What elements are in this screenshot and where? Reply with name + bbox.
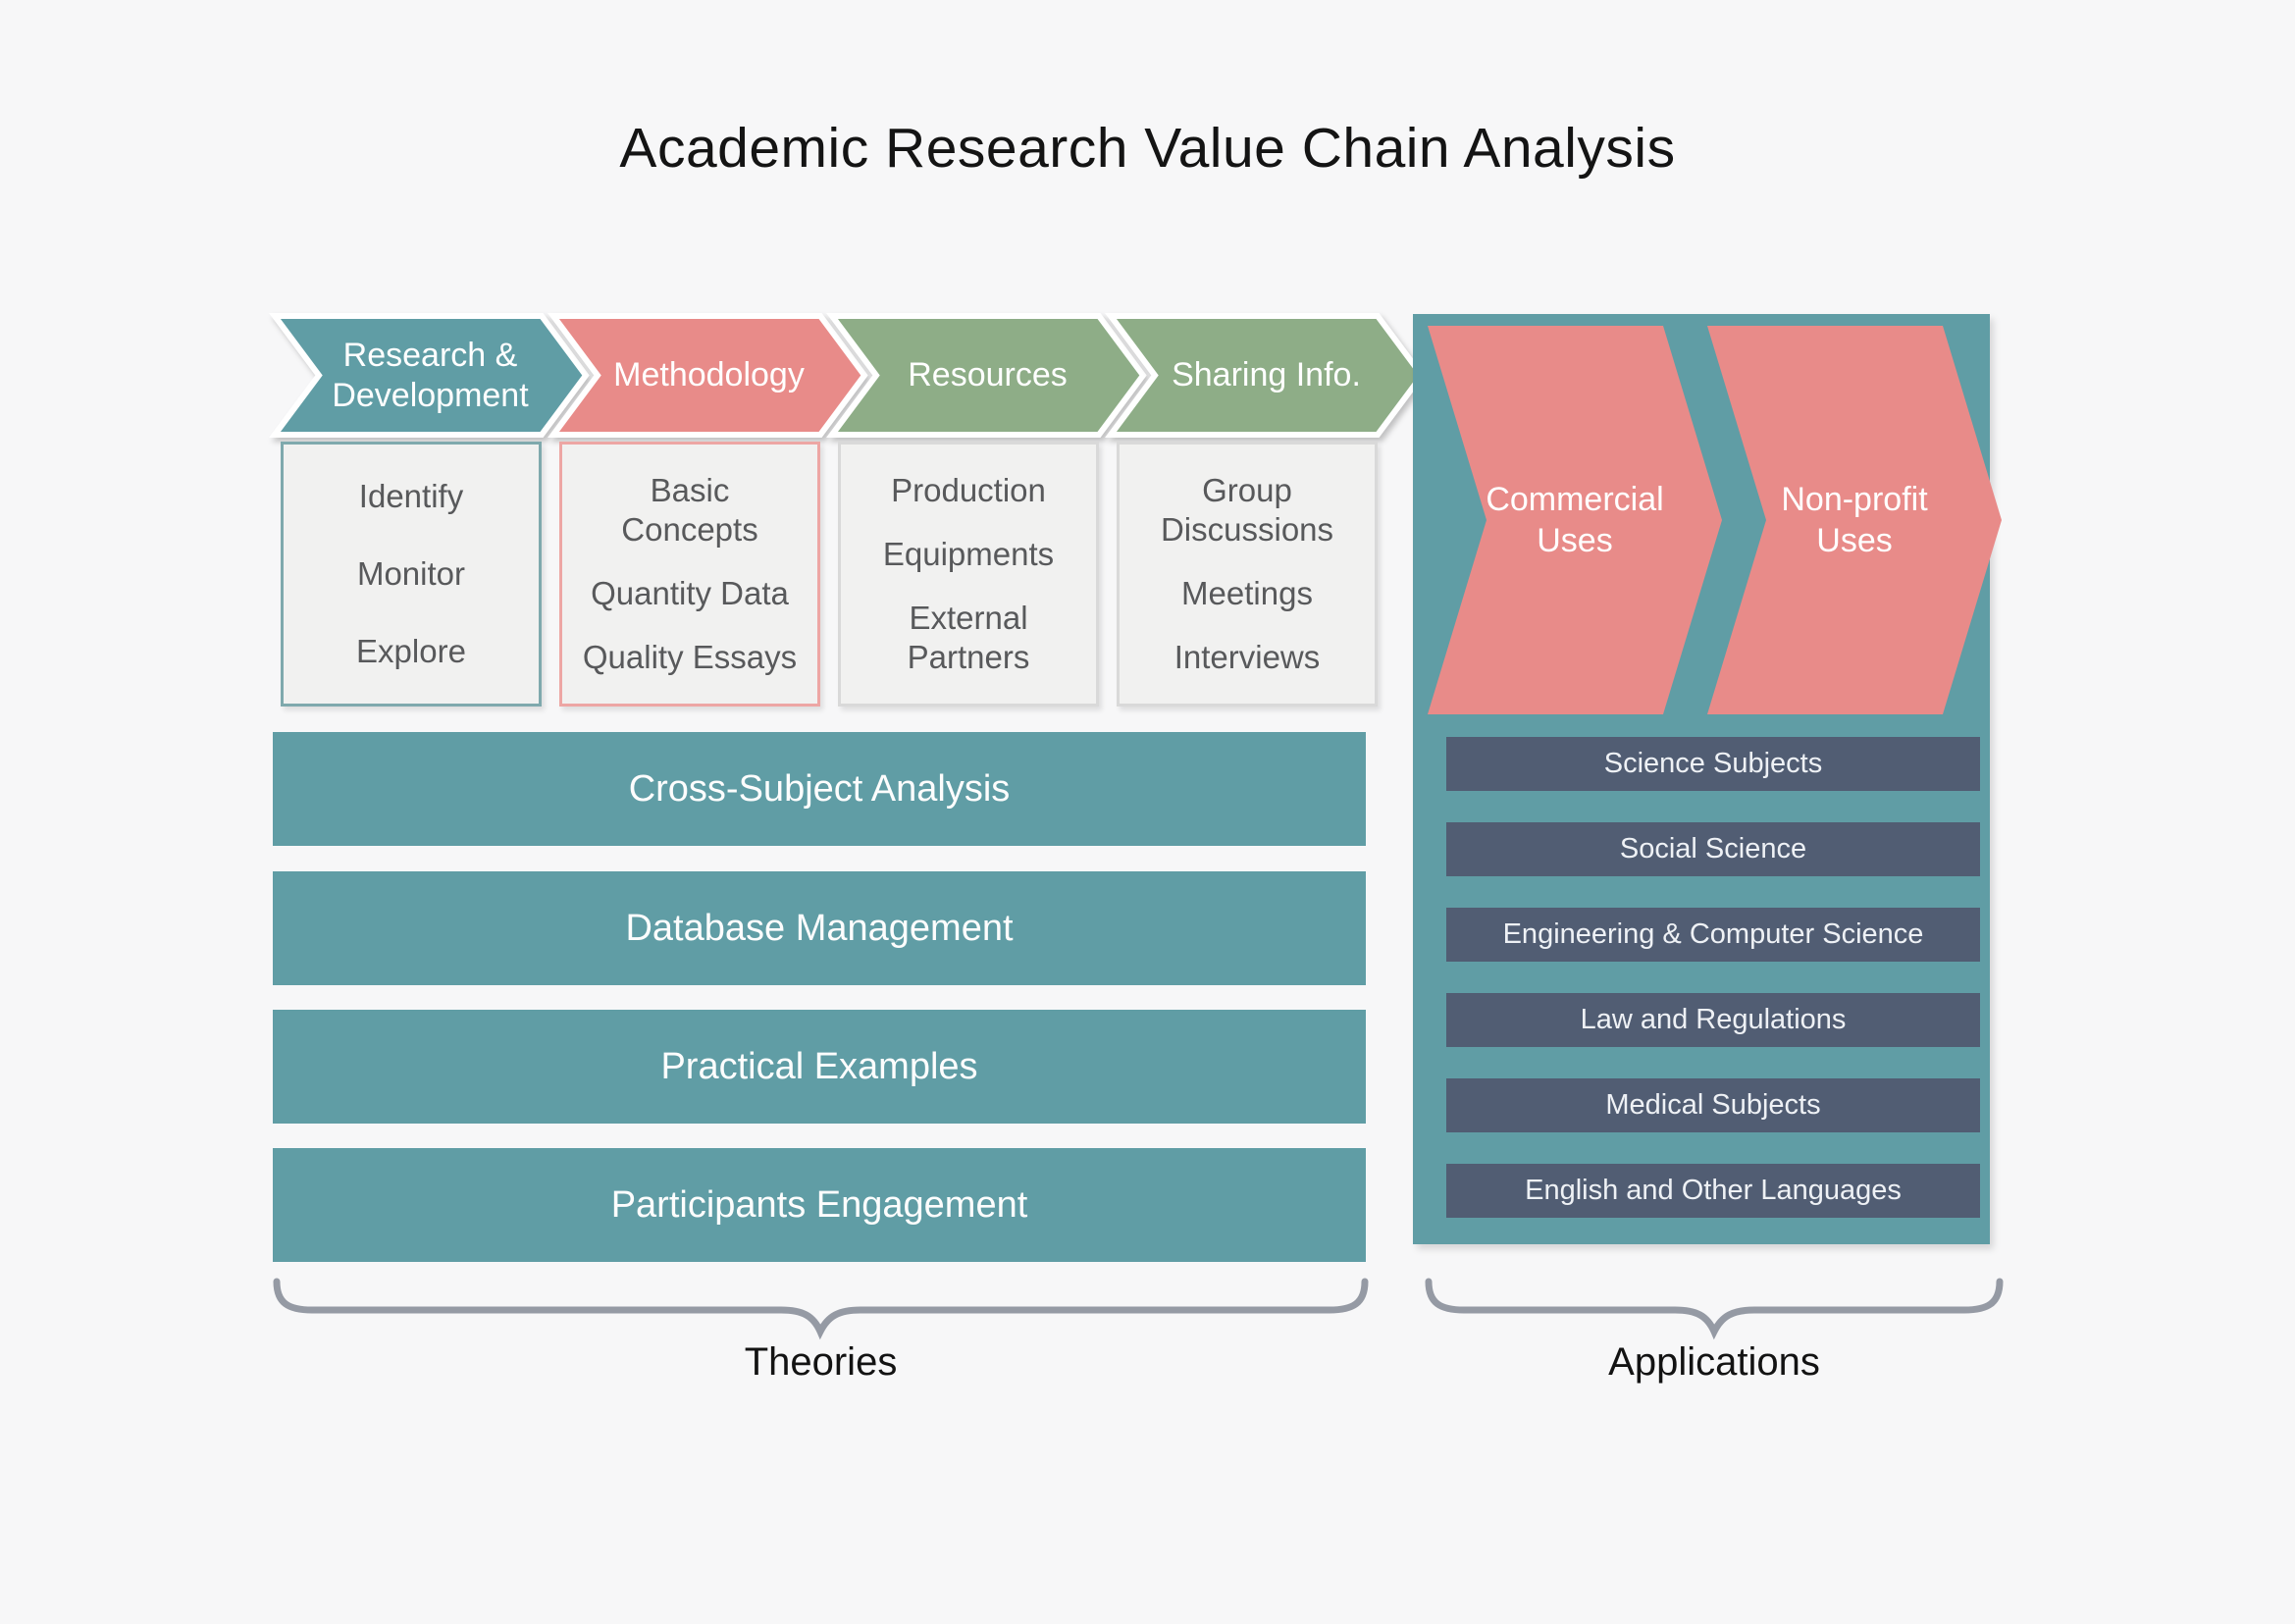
stage-box-research-development: Identify Monitor Explore xyxy=(281,442,542,707)
chain-bar-database-management: Database Management xyxy=(273,871,1366,985)
chevron-commercial-uses xyxy=(1428,326,1722,714)
stage-label-research-development: Research & Development xyxy=(332,337,529,414)
theories-label: Theories xyxy=(744,1340,898,1384)
stage-box-sharing-info: Group Discussions Meetings Interviews xyxy=(1117,442,1378,707)
stage-item: Quality Essays xyxy=(582,639,798,676)
stage-label-methodology: Methodology xyxy=(613,356,805,394)
subject-bar-english-other-languages: English and Other Languages xyxy=(1446,1164,1980,1218)
stage-item: Monitor xyxy=(356,554,466,592)
theories-brace xyxy=(273,1278,1369,1340)
chain-bar-cross-subject-analysis: Cross-Subject Analysis xyxy=(273,732,1366,846)
arrow-shape xyxy=(548,313,868,438)
chevron-shape xyxy=(1428,326,1722,714)
subject-bar-science-subjects: Science Subjects xyxy=(1446,737,1980,791)
chevron-non-profit-uses xyxy=(1707,326,2002,714)
stage-item: Equipments xyxy=(882,535,1055,572)
stage-item: Explore xyxy=(356,632,466,669)
stage-item: Meetings xyxy=(1181,575,1313,611)
chain-bar-practical-examples: Practical Examples xyxy=(273,1010,1366,1124)
chevron-label-commercial-uses: Commercial Uses xyxy=(1486,480,1664,560)
chevron-shape xyxy=(1707,326,2002,714)
subject-bar-engineering-computer-science: Engineering & Computer Science xyxy=(1446,908,1980,962)
stage-item: Group Discussions xyxy=(1160,471,1334,548)
stage-label-resources: Resources xyxy=(908,356,1068,394)
stage-item: External Partners xyxy=(907,600,1030,676)
page-title: Academic Research Value Chain Analysis xyxy=(619,117,1676,180)
stage-item: Quantity Data xyxy=(591,575,789,611)
applications-panel: Commercial Uses Non-profit Uses Science … xyxy=(1413,314,2002,1244)
stage-item: Identify xyxy=(358,478,464,515)
stage-item: Basic Concepts xyxy=(621,471,758,548)
subject-bar-social-science: Social Science xyxy=(1446,822,1980,876)
stage-item: Interviews xyxy=(1174,639,1321,676)
stage-label-sharing-info: Sharing Info. xyxy=(1172,356,1361,394)
arrow-shape xyxy=(826,313,1147,438)
stage-item: Production xyxy=(891,471,1046,508)
chain-bar-participants-engagement: Participants Engagement xyxy=(273,1148,1366,1262)
stage-arrow-sharing-info xyxy=(1105,313,1426,438)
stage-box-resources: Production Equipments External Partners xyxy=(838,442,1099,707)
stage-arrow-research-development xyxy=(269,313,590,438)
arrow-shape xyxy=(1105,313,1426,438)
stage-arrow-methodology xyxy=(548,313,868,438)
chevron-label-non-profit-uses: Non-profit Uses xyxy=(1781,480,1928,560)
applications-label: Applications xyxy=(1608,1340,1820,1384)
arrow-shape xyxy=(269,313,590,438)
brace-path xyxy=(1425,1278,2004,1340)
applications-brace xyxy=(1425,1278,2004,1340)
stage-arrow-resources xyxy=(826,313,1147,438)
subject-bar-medical-subjects: Medical Subjects xyxy=(1446,1078,1980,1132)
subject-bar-law-and-regulations: Law and Regulations xyxy=(1446,993,1980,1047)
stage-box-methodology: Basic Concepts Quantity Data Quality Ess… xyxy=(559,442,820,707)
brace-path xyxy=(273,1278,1369,1340)
